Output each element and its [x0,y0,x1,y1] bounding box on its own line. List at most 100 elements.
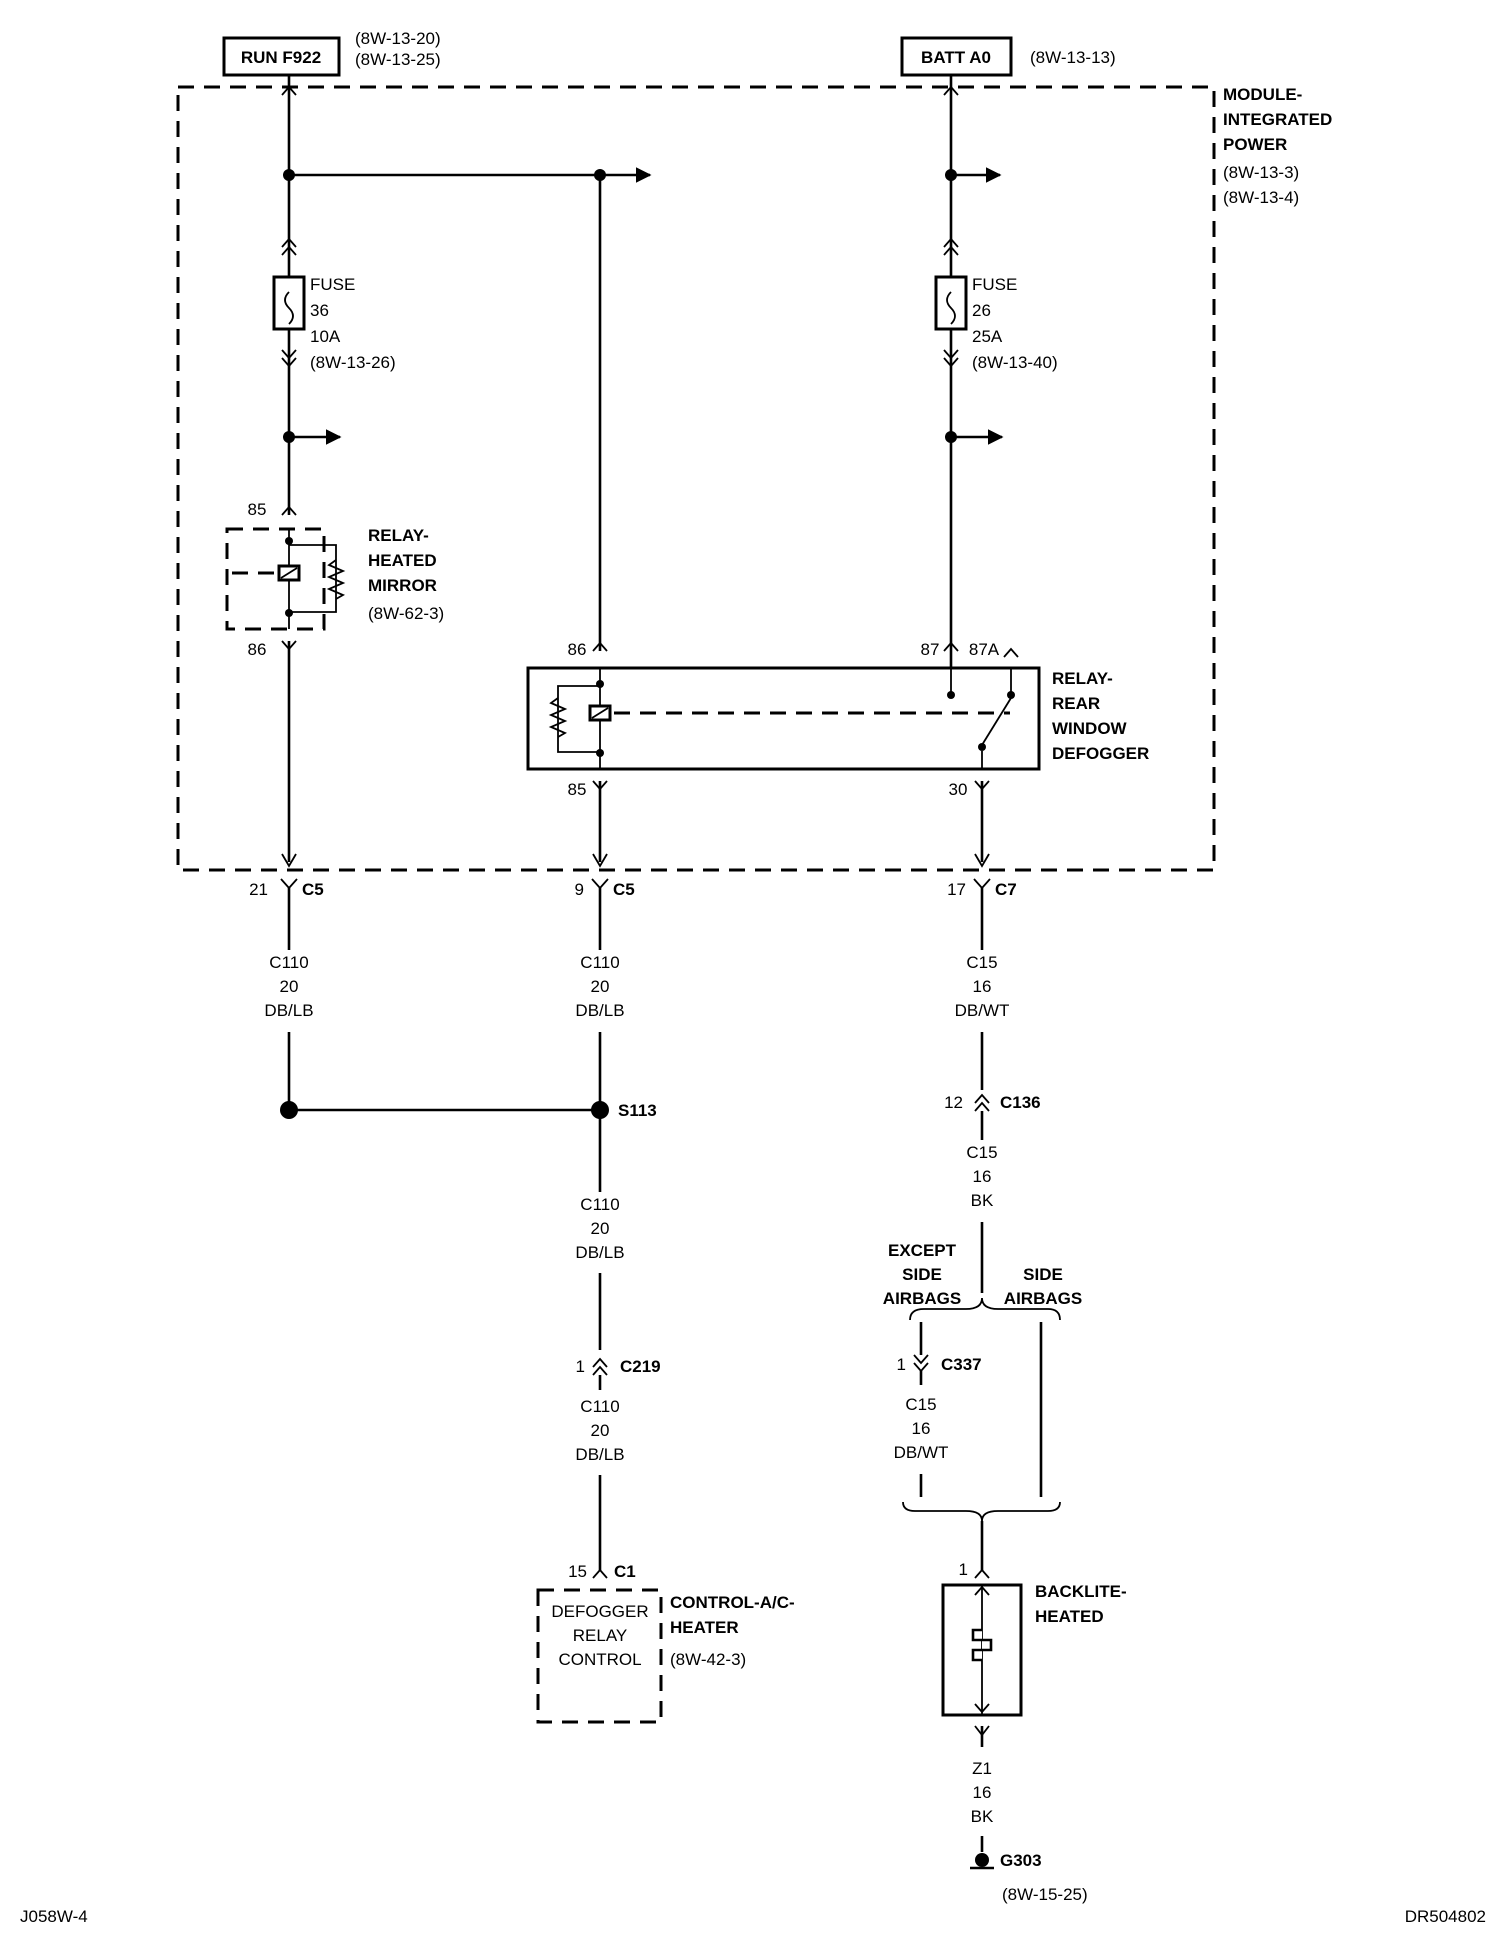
fuse-26-line-4: (8W-13-40) [972,353,1058,372]
c5-21-name: C5 [302,880,324,899]
module-label-line-3: POWER [1223,135,1287,154]
ground-wire: Z1 16 BK G303 (8W-15-25) [970,1725,1088,1904]
fuse-26-body [934,275,968,331]
mirror-line-3: MIRROR [368,576,437,595]
except-line-3: AIRBAGS [883,1289,961,1308]
control-inner-2: RELAY [573,1626,628,1645]
control-inner-3: CONTROL [558,1650,641,1669]
control-line-1: CONTROL-A/C- [670,1593,795,1612]
mirror-pin-86: 86 [248,640,267,659]
module-label: MODULE- INTEGRATED POWER (8W-13-3) (8W-1… [1223,85,1332,207]
w6-line-2: 20 [591,1421,610,1440]
mirror-line-2: HEATED [368,551,437,570]
backlite-line-2: HEATED [1035,1607,1104,1626]
mirror-line-1: RELAY- [368,526,429,545]
w5-line-1: C15 [966,1143,997,1162]
module-label-line-1: MODULE- [1223,85,1302,104]
fuse-36-line-4: (8W-13-26) [310,353,396,372]
run-ref-2: (8W-13-25) [355,50,441,69]
c5-9-pin: 9 [575,880,584,899]
wire-middle-lower: C110 20 DB/LB S113 C110 20 DB/LB 1 C219 … [568,888,661,1581]
control-ac-heater: DEFOGGER RELAY CONTROL CONTROL-A/C- HEAT… [536,1588,795,1724]
w1-line-3: DB/LB [264,1001,313,1020]
relay-rear-window-defogger [526,647,1041,771]
module-ref-1: (8W-13-3) [1223,163,1299,182]
w5-line-3: BK [971,1191,994,1210]
control-line-3: (8W-42-3) [670,1650,746,1669]
ground-g303-name: G303 [1000,1851,1042,1870]
footer-left-code: J058W-4 [20,1907,88,1926]
wire-right-lower: C15 16 DB/WT 12 C136 C15 16 BK [944,888,1041,1293]
connector-c5-9: 9 C5 [575,878,635,899]
module-label-line-2: INTEGRATED [1223,110,1332,129]
c1-pin: 15 [568,1562,587,1581]
ground-g303-ref: (8W-15-25) [1002,1885,1088,1904]
w4-line-1: C110 [580,1195,619,1214]
w1-line-1: C110 [269,953,308,972]
defogger-line-1: RELAY- [1052,669,1113,688]
c219-name: C219 [620,1357,661,1376]
w8-line-3: BK [971,1807,994,1826]
backlite-line-1: BACKLITE- [1035,1582,1127,1601]
relay-defogger-label: RELAY- REAR WINDOW DEFOGGER [1052,669,1149,763]
defogger-line-2: REAR [1052,694,1100,713]
connector-c7-17: 17 C7 [947,878,1017,899]
mirror-line-4: (8W-62-3) [368,604,444,623]
c5-21-pin: 21 [249,880,268,899]
w8-line-1: Z1 [972,1759,992,1778]
wire-left-lower: C110 20 DB/LB [264,888,600,1119]
relay-defogger-pins: 86 87 87A 85 30 [568,640,1000,799]
module-ref-2: (8W-13-4) [1223,188,1299,207]
c7-17-pin: 17 [947,880,966,899]
run-ref-1: (8W-13-20) [355,29,441,48]
except-line-1: EXCEPT [888,1241,957,1260]
control-inner-1: DEFOGGER [551,1602,648,1621]
side-line-1: SIDE [1023,1265,1063,1284]
w7-line-1: C15 [905,1395,936,1414]
side-line-2: AIRBAGS [1004,1289,1082,1308]
w2-line-2: 20 [591,977,610,996]
fuse-36-label: FUSE 36 10A (8W-13-26) [310,275,396,372]
w7-line-3: DB/WT [894,1443,949,1462]
w1-line-2: 20 [280,977,299,996]
connector-c5-21: 21 C5 [249,878,324,899]
w3-line-2: 16 [973,977,992,996]
w3-line-1: C15 [966,953,997,972]
mirror-pin-85: 85 [248,500,267,519]
middle-circuit [592,175,608,652]
w3-line-3: DB/WT [955,1001,1010,1020]
c219-pin: 1 [576,1357,585,1376]
option-merge: 1 [902,1501,1061,1579]
run-f922-label: RUN F922 [241,48,321,67]
footer-right-code: DR504802 [1405,1907,1486,1926]
c337-pin: 1 [897,1355,906,1374]
w6-line-3: DB/LB [575,1445,624,1464]
w8-line-2: 16 [973,1783,992,1802]
c337-name: C337 [941,1355,982,1374]
relay-heated-mirror-label: 85 86 RELAY- HEATED MIRROR (8W-62-3) [248,500,445,659]
defogger-pin-85: 85 [568,780,587,799]
w2-line-3: DB/LB [575,1001,624,1020]
fuse-26-label: FUSE 26 25A (8W-13-40) [972,275,1058,372]
except-branch: 1 C337 C15 16 DB/WT [894,1322,982,1497]
backlite-pin: 1 [959,1560,968,1579]
defogger-line-4: DEFOGGER [1052,744,1149,763]
c136-pin: 12 [944,1093,963,1112]
defogger-pin-87: 87 [921,640,940,659]
defogger-pin-87a: 87A [969,640,1000,659]
c136-name: C136 [1000,1093,1041,1112]
defogger-pin-30: 30 [949,780,968,799]
fuse-36-line-3: 10A [310,327,341,346]
backlite-heated: BACKLITE- HEATED [941,1582,1127,1717]
control-ac-heater-box [536,1588,663,1724]
except-line-2: SIDE [902,1265,942,1284]
right-circuit [934,75,1004,684]
batt-a0-source: BATT A0 (8W-13-13) [900,36,1116,77]
fuse-36-line-2: 36 [310,301,329,320]
batt-ref: (8W-13-13) [1030,48,1116,67]
fuse-26-line-2: 26 [972,301,991,320]
fuse-26-line-3: 25A [972,327,1003,346]
splice-s113-label: S113 [618,1101,657,1120]
w4-line-3: DB/LB [575,1243,624,1262]
